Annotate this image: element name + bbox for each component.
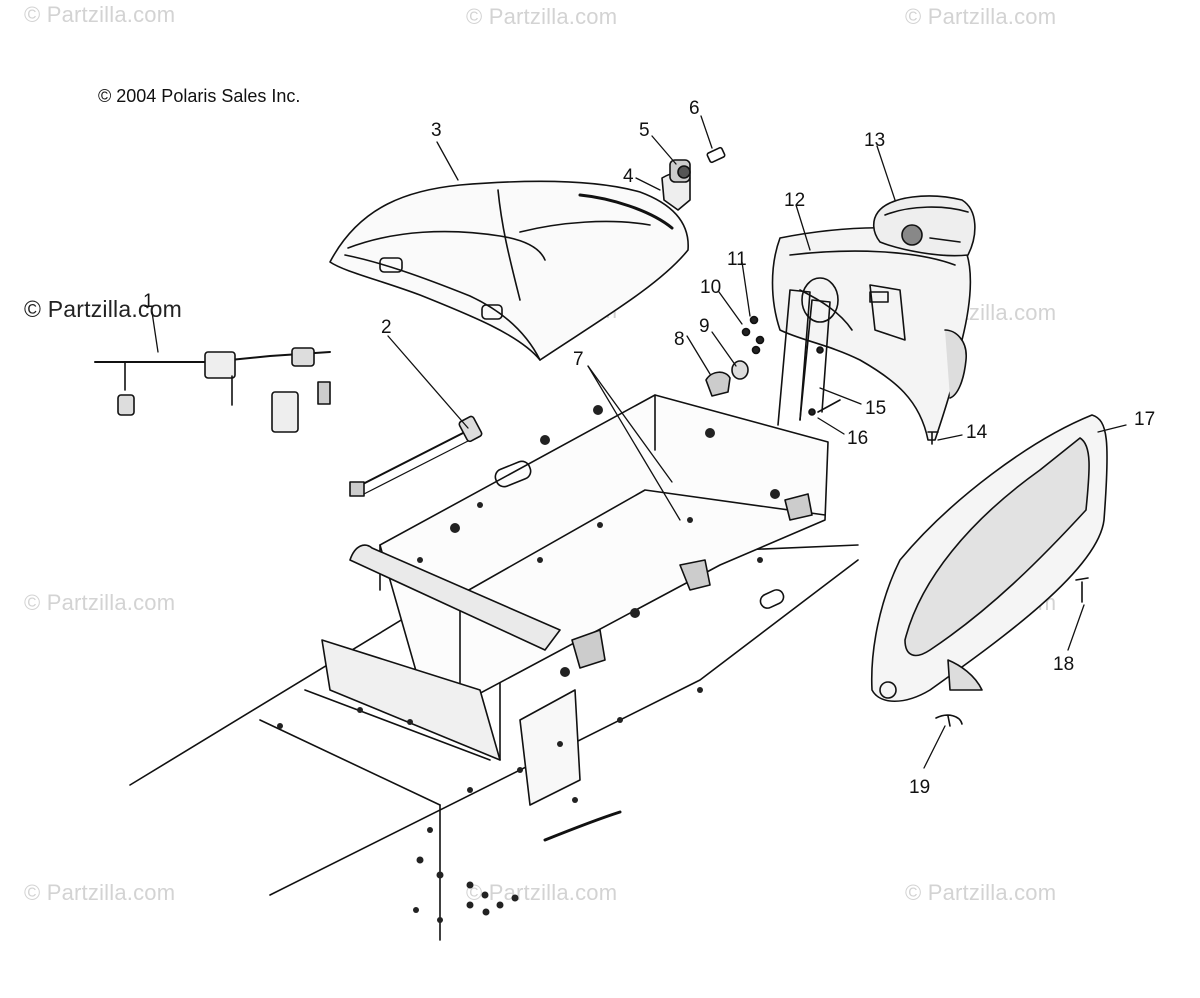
- callout-17: 17: [1134, 409, 1156, 430]
- callout-18: 18: [1053, 654, 1075, 675]
- callout-15: 15: [865, 398, 887, 419]
- watermark: © Partzilla.com: [24, 2, 176, 27]
- callout-16: 16: [847, 428, 869, 449]
- watermark: © Partzilla.com: [24, 880, 176, 905]
- screws-part[interactable]: [927, 431, 1089, 727]
- callout-10: 10: [700, 277, 722, 298]
- callout-7: 7: [573, 349, 584, 370]
- watermark: © Partzilla.com: [24, 590, 176, 615]
- callout-1: 1: [143, 291, 154, 312]
- brackets-part[interactable]: [777, 289, 841, 426]
- callout-13: 13: [864, 130, 886, 151]
- watermark: © Partzilla.com: [466, 4, 618, 29]
- callout-6: 6: [689, 98, 700, 119]
- callout-4: 4: [623, 166, 634, 187]
- leader-lines: [151, 115, 1127, 769]
- watermark: © Partzilla.com: [905, 4, 1057, 29]
- callout-14: 14: [966, 422, 988, 443]
- copyright-notice: © 2004 Polaris Sales Inc.: [98, 86, 301, 106]
- callout-19: 19: [909, 777, 931, 798]
- wiring-harness-part[interactable]: [94, 347, 331, 433]
- callout-11: 11: [727, 249, 747, 270]
- callout-5: 5: [639, 120, 650, 141]
- tail-light-part[interactable]: [872, 195, 976, 257]
- chassis-tunnel-part[interactable]: [129, 394, 859, 941]
- callout-12: 12: [784, 190, 806, 211]
- latch-assembly-part[interactable]: [661, 146, 726, 211]
- side-panel-part[interactable]: [870, 414, 1108, 702]
- callout-8: 8: [674, 329, 685, 350]
- rivet-holes: [277, 405, 780, 923]
- watermark: © Partzilla.com: [466, 880, 618, 905]
- watermark: © Partzilla.com: [24, 296, 182, 322]
- harness-cable-part[interactable]: [349, 415, 483, 497]
- seat-cover-part[interactable]: [329, 180, 689, 361]
- callout-2: 2: [381, 317, 392, 338]
- callout-3: 3: [431, 120, 442, 141]
- watermark: © Partzilla.com: [905, 880, 1057, 905]
- callout-9: 9: [699, 316, 710, 337]
